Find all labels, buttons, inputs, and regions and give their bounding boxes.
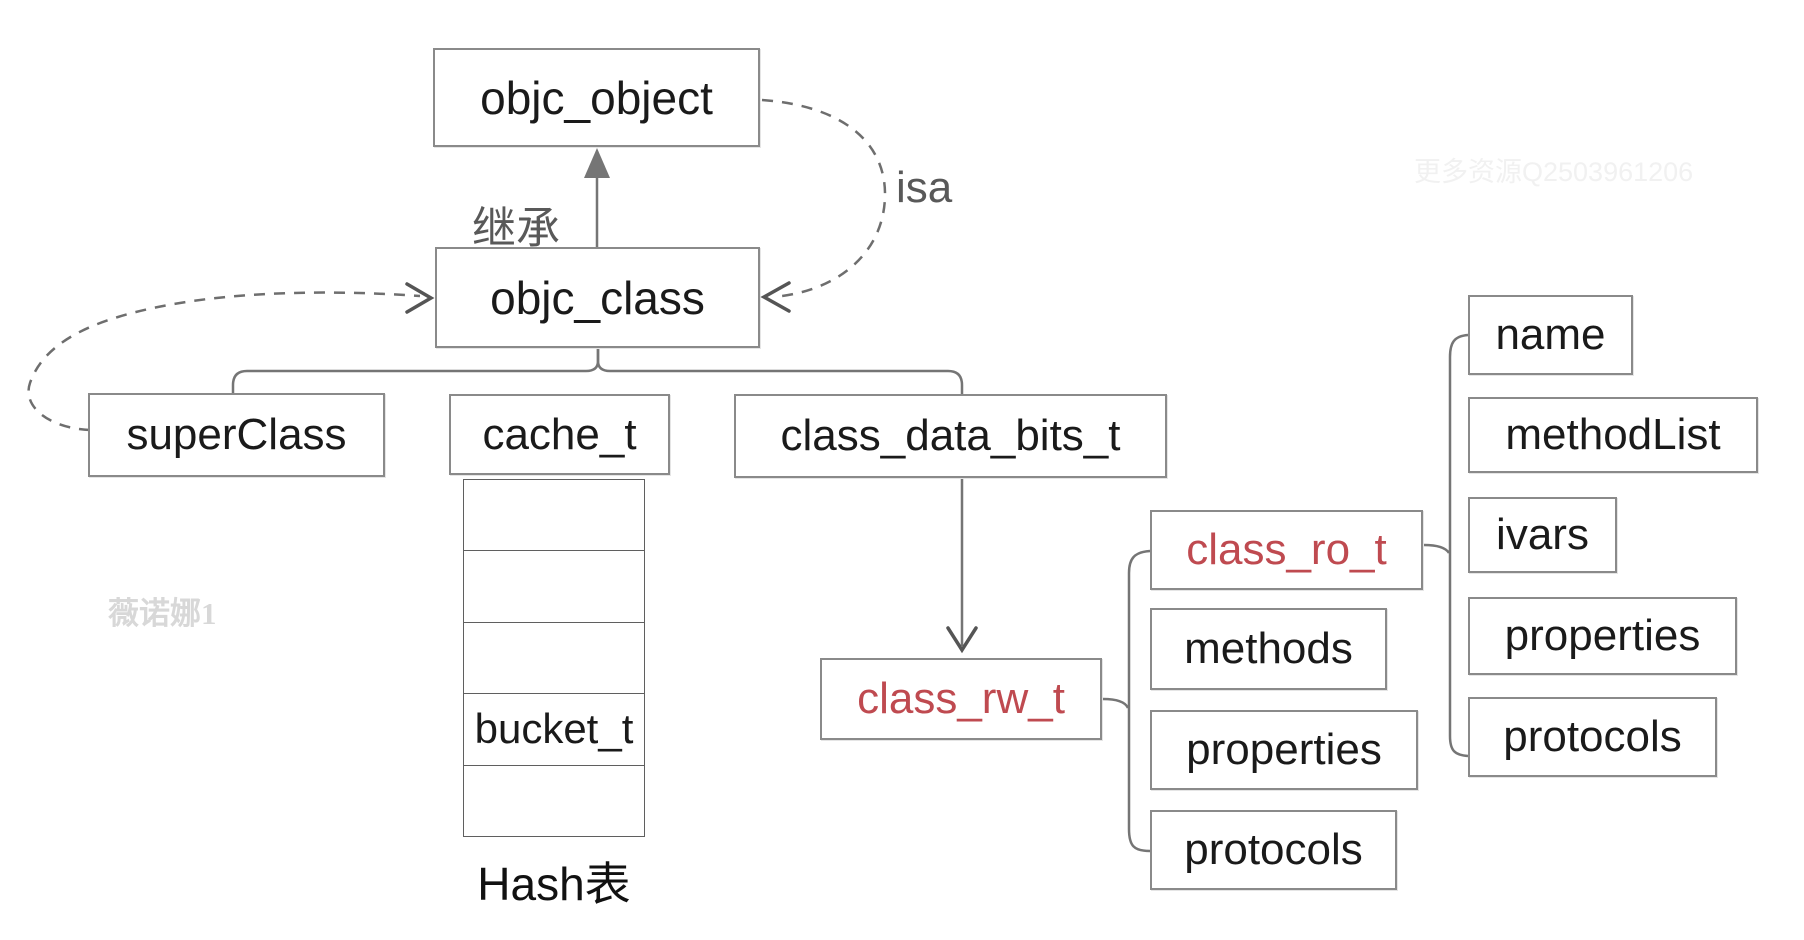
node-objc-object: objc_object — [433, 48, 760, 147]
node-ro-ivars: ivars — [1468, 497, 1617, 573]
tree-bracket-left — [231, 349, 600, 393]
superclass-arrowhead-icon — [405, 282, 435, 314]
node-class-ro-t: class_ro_t — [1150, 510, 1423, 590]
ro-brace-stub — [1423, 543, 1451, 554]
hash-table-row — [464, 480, 644, 552]
rw-brace — [1127, 549, 1151, 853]
hash-table-row-bucket-t: bucket_t — [464, 694, 644, 766]
isa-edge-label: isa — [896, 163, 953, 212]
cache-hash-table: bucket_t — [463, 479, 645, 837]
hash-table-row — [464, 766, 644, 836]
inheritance-arrowhead-icon — [584, 148, 610, 178]
bits-to-rw-arrowhead-icon — [946, 626, 978, 654]
node-superclass: superClass — [88, 393, 385, 477]
node-rw-properties: properties — [1150, 710, 1418, 790]
tree-bracket-right — [596, 349, 964, 394]
node-objc-class: objc_class — [435, 247, 760, 348]
watermark-left: 薇诺娜1 — [108, 596, 217, 631]
superclass-isa-curve — [27, 291, 421, 432]
isa-arrowhead-icon — [760, 281, 791, 313]
hash-table-caption: Hash表 — [477, 858, 631, 910]
ro-brace — [1448, 333, 1469, 758]
node-ro-protocols: protocols — [1468, 697, 1717, 777]
inheritance-edge-label: 继承 — [472, 204, 560, 253]
node-rw-methods: methods — [1150, 608, 1387, 690]
rw-brace-stub — [1102, 697, 1130, 709]
node-cache-t: cache_t — [449, 394, 670, 475]
node-ro-methodlist: methodList — [1468, 397, 1758, 473]
hash-table-row — [464, 551, 644, 623]
node-rw-protocols: protocols — [1150, 810, 1397, 890]
watermark-top-right: 更多资源Q2503961206 — [1414, 157, 1694, 187]
isa-curve — [761, 98, 887, 298]
node-ro-properties: properties — [1468, 597, 1737, 675]
hash-table-row — [464, 623, 644, 695]
node-class-data-bits-t: class_data_bits_t — [734, 394, 1167, 478]
node-class-rw-t: class_rw_t — [820, 658, 1102, 740]
node-ro-name: name — [1468, 295, 1633, 375]
